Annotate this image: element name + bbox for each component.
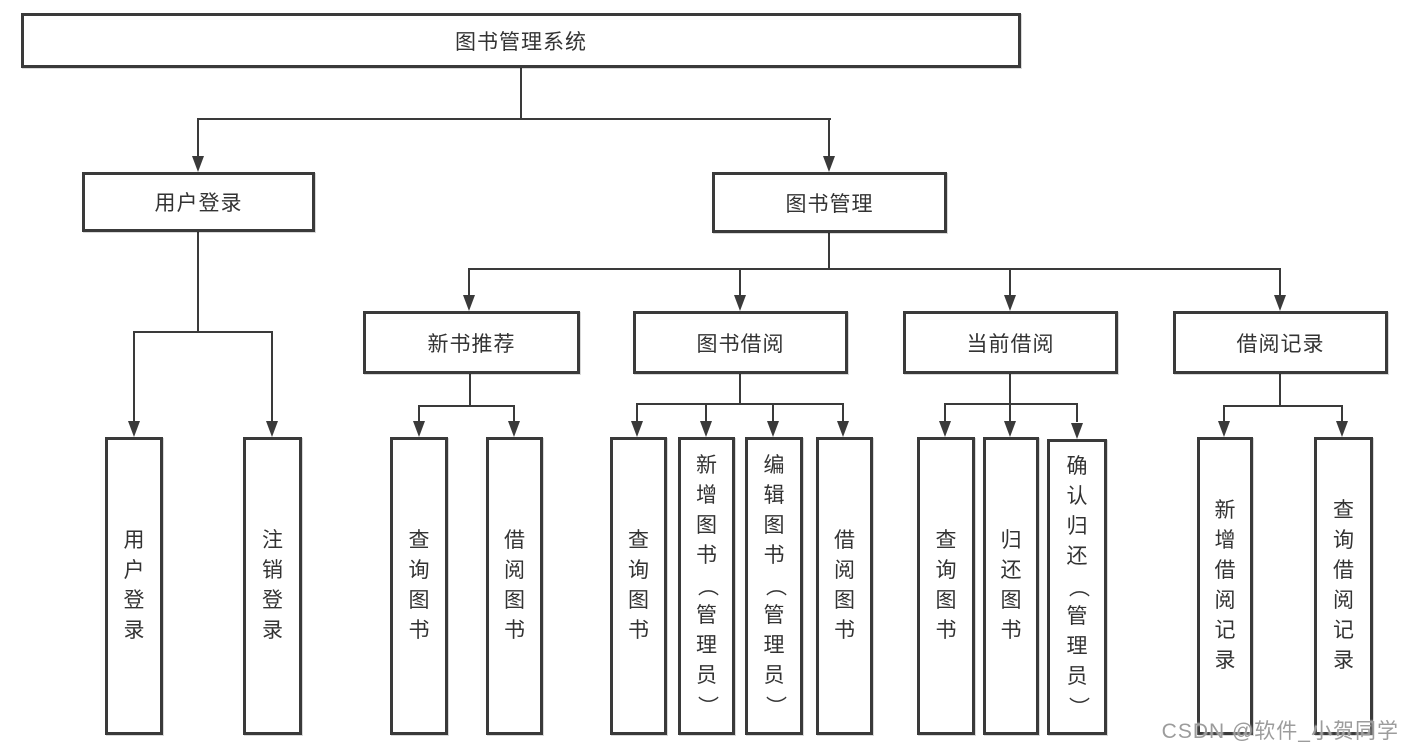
connector-arrow bbox=[700, 421, 712, 437]
connector-line bbox=[1341, 405, 1343, 422]
node-borrow-records: 借阅记录 bbox=[1173, 311, 1388, 374]
connector-arrow bbox=[192, 156, 204, 172]
watermark: CSDN @软件_小贺同学 bbox=[1161, 720, 1399, 743]
leaf-confirm-return-admin: 确认归还（管理员） bbox=[1047, 439, 1107, 735]
connector-line bbox=[842, 403, 844, 422]
node-current-borrow: 当前借阅 bbox=[903, 311, 1118, 374]
connector-arrow bbox=[939, 421, 951, 437]
connector-line bbox=[133, 331, 273, 333]
connector-line bbox=[828, 233, 830, 270]
connector-arrow bbox=[1004, 295, 1016, 311]
connector-line bbox=[468, 268, 1281, 270]
node-book-borrow: 图书借阅 bbox=[633, 311, 848, 374]
leaf-edit-book-admin: 编辑图书（管理员） bbox=[745, 437, 803, 735]
connector-arrow bbox=[266, 421, 278, 437]
leaf-query-borrow-record: 查询借阅记录 bbox=[1314, 437, 1373, 735]
connector-line bbox=[1279, 374, 1281, 407]
leaf-borrow-books: 借阅图书 bbox=[816, 437, 873, 735]
connector-line bbox=[739, 374, 741, 405]
leaf-borrow-books-recommend: 借阅图书 bbox=[486, 437, 543, 735]
leaf-add-borrow-record: 新增借阅记录 bbox=[1197, 437, 1253, 735]
leaf-query-books-recommend: 查询图书 bbox=[390, 437, 448, 735]
connector-arrow bbox=[734, 295, 746, 311]
connector-arrow bbox=[1274, 295, 1286, 311]
connector-line bbox=[944, 403, 1078, 405]
connector-arrow bbox=[128, 421, 140, 437]
node-root: 图书管理系统 bbox=[21, 13, 1021, 68]
node-new-book-recommend: 新书推荐 bbox=[363, 311, 580, 374]
connector-line bbox=[520, 66, 522, 120]
node-book-management: 图书管理 bbox=[712, 172, 947, 233]
connector-line bbox=[1223, 405, 1225, 422]
connector-arrow bbox=[413, 421, 425, 437]
leaf-return-book: 归还图书 bbox=[983, 437, 1039, 735]
connector-arrow bbox=[1218, 421, 1230, 437]
node-label: 新书推荐 bbox=[427, 332, 516, 356]
connector-line bbox=[1009, 374, 1011, 405]
connector-arrow bbox=[767, 421, 779, 437]
leaf-logout: 注销登录 bbox=[243, 437, 302, 735]
node-label: 用户登录 bbox=[154, 192, 243, 215]
node-label: 借阅记录 bbox=[1236, 332, 1325, 356]
leaf-user-login: 用户登录 bbox=[105, 437, 163, 735]
connector-line bbox=[772, 403, 774, 422]
connector-line bbox=[133, 331, 135, 422]
connector-arrow bbox=[463, 295, 475, 311]
node-user-login: 用户登录 bbox=[82, 172, 315, 232]
connector-line bbox=[468, 268, 470, 296]
connector-line bbox=[469, 374, 471, 407]
connector-line bbox=[1009, 403, 1011, 422]
leaf-query-books-current: 查询图书 bbox=[917, 437, 975, 735]
connector-arrow bbox=[631, 421, 643, 437]
connector-arrow bbox=[1004, 421, 1016, 437]
connector-line bbox=[636, 403, 638, 422]
connector-arrow bbox=[823, 156, 835, 172]
connector-arrow bbox=[837, 421, 849, 437]
connector-line bbox=[1279, 268, 1281, 296]
connector-line bbox=[1223, 405, 1343, 407]
connector-line bbox=[418, 405, 420, 422]
connector-line bbox=[271, 331, 273, 422]
node-label: 图书管理 bbox=[785, 192, 874, 216]
connector-line bbox=[739, 268, 741, 296]
connector-line bbox=[1009, 268, 1011, 296]
node-label: 图书管理系统 bbox=[455, 30, 587, 54]
connector-line bbox=[828, 118, 830, 158]
connector-line bbox=[197, 232, 199, 333]
connector-line bbox=[636, 403, 844, 405]
connector-arrow bbox=[508, 421, 520, 437]
leaf-query-books-borrow: 查询图书 bbox=[610, 437, 667, 735]
connector-arrow bbox=[1071, 423, 1083, 439]
connector-line bbox=[197, 118, 831, 120]
node-label: 当前借阅 bbox=[966, 332, 1055, 356]
connector-line bbox=[1076, 403, 1078, 422]
connector-line bbox=[418, 405, 515, 407]
connector-arrow bbox=[1336, 421, 1348, 437]
leaf-add-book-admin: 新增图书（管理员） bbox=[678, 437, 735, 735]
connector-line bbox=[944, 403, 946, 422]
connector-line bbox=[197, 118, 199, 158]
connector-line bbox=[705, 403, 707, 422]
node-label: 图书借阅 bbox=[696, 332, 785, 356]
connector-line bbox=[513, 405, 515, 422]
